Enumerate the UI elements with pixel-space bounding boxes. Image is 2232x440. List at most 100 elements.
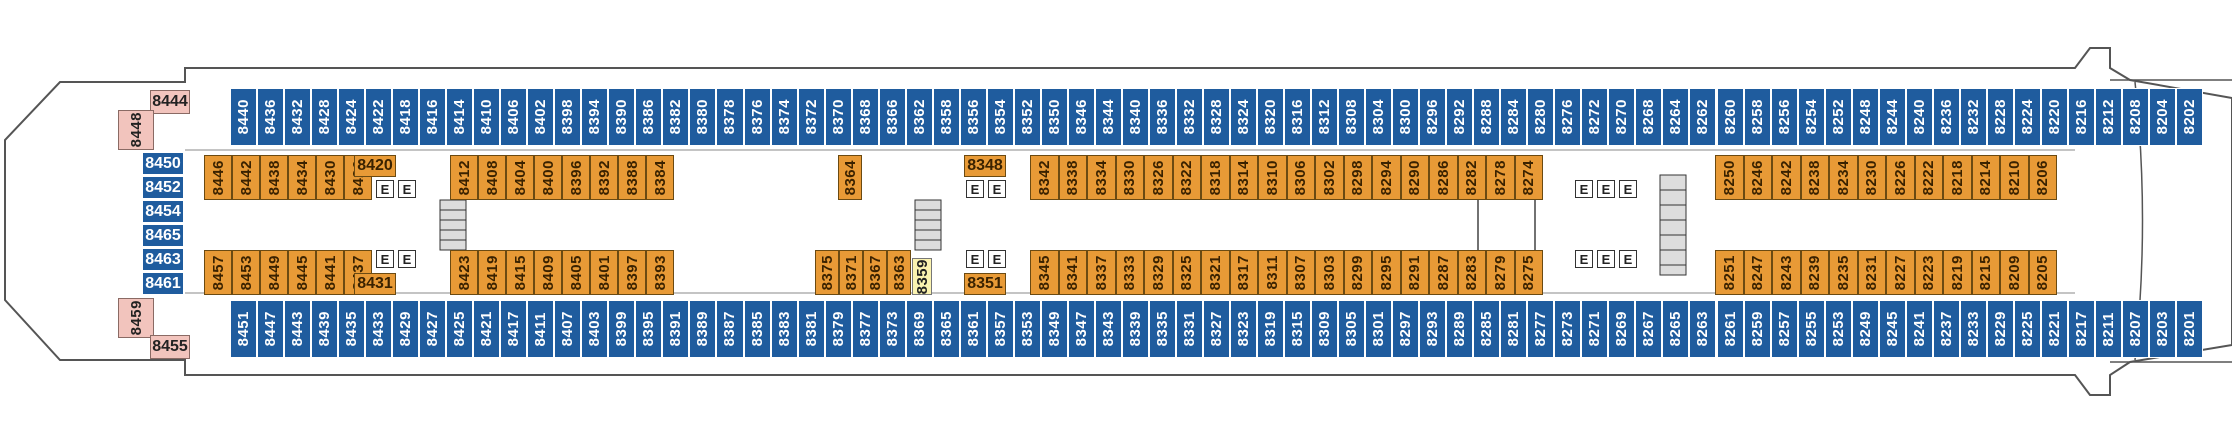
cabin-8448[interactable]: 8448 [118,110,154,150]
cabin-8465[interactable]: 8465 [142,224,184,247]
cabin-8394[interactable]: 8394 [581,88,609,146]
cabin-8319[interactable]: 8319 [1257,300,1285,358]
cabin-8336[interactable]: 8336 [1148,88,1176,146]
cabin-8439[interactable]: 8439 [311,300,339,358]
cabin-8320[interactable]: 8320 [1257,88,1285,146]
cabin-8363[interactable]: 8363 [887,250,911,295]
cabin-8402[interactable]: 8402 [527,88,555,146]
cabin-8342[interactable]: 8342 [1030,155,1059,200]
cabin-8344[interactable]: 8344 [1094,88,1122,146]
cabin-8389[interactable]: 8389 [689,300,717,358]
cabin-8434[interactable]: 8434 [288,155,316,200]
cabin-8370[interactable]: 8370 [824,88,852,146]
cabin-8298[interactable]: 8298 [1343,155,1372,200]
cabin-8230[interactable]: 8230 [1857,155,1886,200]
cabin-8211[interactable]: 8211 [2094,300,2122,358]
cabin-8377[interactable]: 8377 [851,300,879,358]
cabin-8384[interactable]: 8384 [646,155,674,200]
cabin-8247[interactable]: 8247 [1743,250,1772,295]
cabin-8308[interactable]: 8308 [1338,88,1366,146]
cabin-8294[interactable]: 8294 [1372,155,1401,200]
cabin-8427[interactable]: 8427 [419,300,447,358]
cabin-8433[interactable]: 8433 [365,300,393,358]
cabin-8225[interactable]: 8225 [2013,300,2041,358]
cabin-8323[interactable]: 8323 [1230,300,1258,358]
cabin-8229[interactable]: 8229 [1986,300,2014,358]
cabin-8435[interactable]: 8435 [338,300,366,358]
cabin-8452[interactable]: 8452 [142,176,184,199]
cabin-8226[interactable]: 8226 [1886,155,1915,200]
cabin-8415[interactable]: 8415 [506,250,534,295]
cabin-8287[interactable]: 8287 [1429,250,1458,295]
cabin-8445[interactable]: 8445 [288,250,316,295]
cabin-8375[interactable]: 8375 [815,250,839,295]
cabin-8222[interactable]: 8222 [1914,155,1943,200]
cabin-8399[interactable]: 8399 [608,300,636,358]
cabin-8354[interactable]: 8354 [986,88,1014,146]
cabin-8332[interactable]: 8332 [1175,88,1203,146]
cabin-8369[interactable]: 8369 [905,300,933,358]
cabin-8374[interactable]: 8374 [770,88,798,146]
cabin-8348[interactable]: 8348 [964,155,1006,177]
cabin-8282[interactable]: 8282 [1457,155,1486,200]
cabin-8345[interactable]: 8345 [1030,250,1059,295]
cabin-8419[interactable]: 8419 [478,250,506,295]
cabin-8343[interactable]: 8343 [1094,300,1122,358]
cabin-8224[interactable]: 8224 [2013,88,2041,146]
cabin-8310[interactable]: 8310 [1258,155,1287,200]
cabin-8379[interactable]: 8379 [824,300,852,358]
cabin-8318[interactable]: 8318 [1201,155,1230,200]
cabin-8356[interactable]: 8356 [959,88,987,146]
cabin-8329[interactable]: 8329 [1144,250,1173,295]
cabin-8326[interactable]: 8326 [1144,155,1173,200]
cabin-8253[interactable]: 8253 [1824,300,1852,358]
cabin-8208[interactable]: 8208 [2121,88,2149,146]
cabin-8240[interactable]: 8240 [1905,88,1933,146]
cabin-8204[interactable]: 8204 [2148,88,2176,146]
cabin-8455[interactable]: 8455 [150,335,190,359]
cabin-8274[interactable]: 8274 [1514,155,1543,200]
cabin-8315[interactable]: 8315 [1284,300,1312,358]
cabin-8378[interactable]: 8378 [716,88,744,146]
cabin-8371[interactable]: 8371 [839,250,863,295]
cabin-8333[interactable]: 8333 [1115,250,1144,295]
cabin-8372[interactable]: 8372 [797,88,825,146]
cabin-8306[interactable]: 8306 [1286,155,1315,200]
cabin-8350[interactable]: 8350 [1040,88,1068,146]
cabin-8438[interactable]: 8438 [260,155,288,200]
cabin-8353[interactable]: 8353 [1013,300,1041,358]
cabin-8421[interactable]: 8421 [473,300,501,358]
cabin-8423[interactable]: 8423 [450,250,478,295]
cabin-8241[interactable]: 8241 [1905,300,1933,358]
cabin-8365[interactable]: 8365 [932,300,960,358]
cabin-8285[interactable]: 8285 [1473,300,1501,358]
cabin-8450[interactable]: 8450 [142,152,184,175]
cabin-8283[interactable]: 8283 [1457,250,1486,295]
cabin-8228[interactable]: 8228 [1986,88,2014,146]
cabin-8312[interactable]: 8312 [1311,88,1339,146]
cabin-8408[interactable]: 8408 [478,155,506,200]
cabin-8243[interactable]: 8243 [1772,250,1801,295]
cabin-8258[interactable]: 8258 [1743,88,1771,146]
cabin-8440[interactable]: 8440 [230,88,258,146]
cabin-8453[interactable]: 8453 [232,250,260,295]
cabin-8239[interactable]: 8239 [1800,250,1829,295]
cabin-8205[interactable]: 8205 [2028,250,2057,295]
cabin-8422[interactable]: 8422 [365,88,393,146]
cabin-8269[interactable]: 8269 [1608,300,1636,358]
cabin-8401[interactable]: 8401 [590,250,618,295]
cabin-8238[interactable]: 8238 [1800,155,1829,200]
cabin-8296[interactable]: 8296 [1419,88,1447,146]
cabin-8395[interactable]: 8395 [635,300,663,358]
cabin-8459[interactable]: 8459 [118,298,154,338]
cabin-8218[interactable]: 8218 [1943,155,1972,200]
cabin-8235[interactable]: 8235 [1829,250,1858,295]
cabin-8392[interactable]: 8392 [590,155,618,200]
cabin-8397[interactable]: 8397 [618,250,646,295]
cabin-8203[interactable]: 8203 [2148,300,2176,358]
cabin-8289[interactable]: 8289 [1446,300,1474,358]
cabin-8255[interactable]: 8255 [1797,300,1825,358]
cabin-8301[interactable]: 8301 [1365,300,1393,358]
cabin-8376[interactable]: 8376 [743,88,771,146]
cabin-8407[interactable]: 8407 [554,300,582,358]
